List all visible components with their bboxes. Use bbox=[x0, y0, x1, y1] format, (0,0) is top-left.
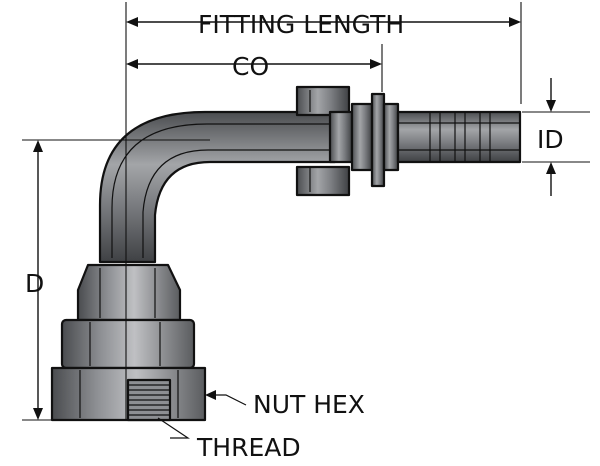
fitting-body bbox=[50, 85, 522, 422]
fitting-length-label: FITTING LENGTH bbox=[198, 10, 404, 39]
hose-barb-stem bbox=[396, 110, 522, 164]
nut-hex-label: NUT HEX bbox=[253, 390, 365, 419]
flange-ring bbox=[350, 102, 374, 172]
collar bbox=[295, 85, 351, 117]
dimension-lines bbox=[22, 2, 590, 439]
nut-ring bbox=[60, 318, 196, 370]
co-label: CO bbox=[232, 52, 269, 81]
thread-label: THREAD bbox=[196, 433, 301, 462]
id-label: ID bbox=[537, 125, 564, 154]
d-label: D bbox=[25, 269, 44, 298]
swivel-neck bbox=[76, 263, 182, 322]
thread-leader bbox=[157, 417, 190, 439]
